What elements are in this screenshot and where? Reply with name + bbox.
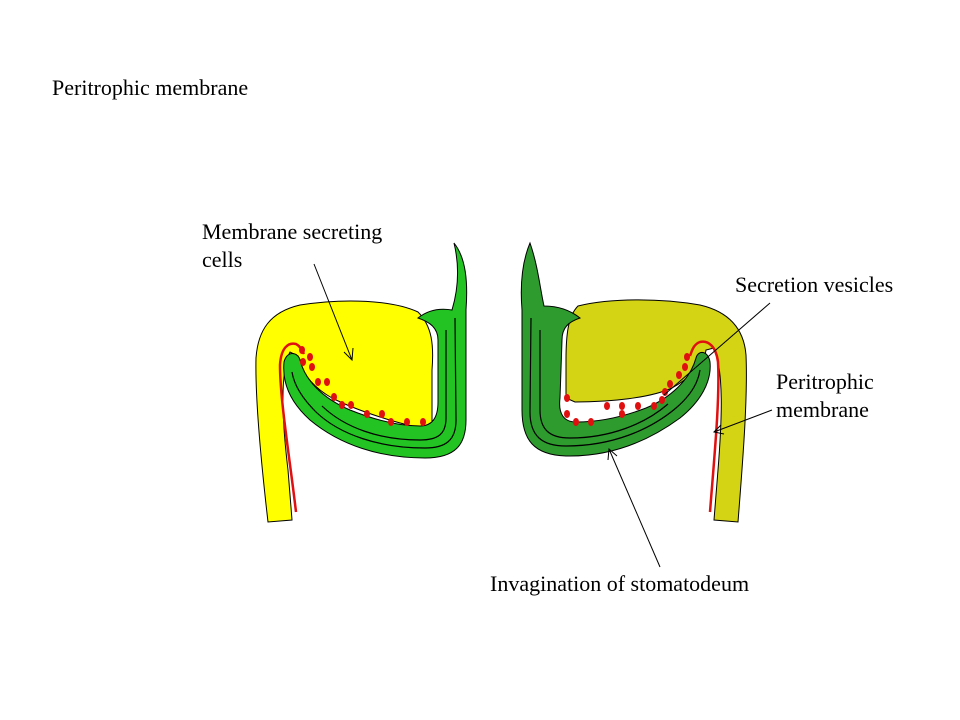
- vesicle: [619, 402, 625, 410]
- vesicle: [619, 410, 625, 418]
- vesicle: [659, 396, 665, 404]
- vesicle: [324, 378, 330, 386]
- vesicle: [667, 380, 673, 388]
- label-line: Membrane secreting: [202, 219, 383, 244]
- label-invagination-of-stomatodeum: Invagination of stomatodeum: [490, 571, 750, 596]
- vesicle: [420, 418, 426, 426]
- right-stomatodeum-line-inner: [539, 330, 669, 439]
- left-stomatodeum-line-inner: [321, 330, 447, 441]
- secreting-cells-arrowhead: [343, 347, 354, 362]
- vesicle: [604, 402, 610, 410]
- label-secretion-vesicles: Secretion vesicles: [735, 272, 894, 297]
- label-line: Peritrophic: [776, 369, 874, 394]
- vesicle: [564, 410, 570, 418]
- label-membrane-secreting-cells: Membrane secreting cells: [202, 218, 382, 274]
- vesicle: [331, 393, 337, 401]
- label-line: membrane: [776, 397, 869, 422]
- vesicle: [309, 363, 315, 371]
- right-secretion-vesicles: [564, 353, 690, 426]
- left-secreting-cells: [255, 300, 434, 523]
- right-half: [520, 241, 747, 523]
- page-title: Peritrophic membrane: [52, 75, 249, 100]
- left-secretion-vesicles: [299, 346, 426, 426]
- label-arrows: [313, 263, 773, 568]
- vesicle: [404, 418, 410, 426]
- vesicle: [339, 401, 345, 409]
- invagination-arrow: [608, 448, 661, 568]
- vesicle: [588, 418, 594, 426]
- left-stomatodeum-wall: [283, 242, 468, 459]
- vesicle: [662, 388, 668, 396]
- vesicle: [684, 353, 690, 361]
- vesicle: [307, 353, 313, 361]
- label-peritrophic-membrane: Peritrophic membrane: [776, 368, 874, 424]
- vesicle: [573, 418, 579, 426]
- vesicle: [379, 410, 385, 418]
- vesicle: [299, 346, 305, 354]
- vesicle: [682, 363, 688, 371]
- right-stomatodeum-line-outer: [529, 317, 701, 447]
- vesicle: [364, 410, 370, 418]
- secreting-cells-arrow: [313, 263, 353, 361]
- vesicle: [300, 358, 306, 366]
- vesicle: [388, 418, 394, 426]
- right-peritrophic-membrane: [688, 340, 720, 513]
- vesicle: [348, 401, 354, 409]
- vesicle: [564, 394, 570, 402]
- vesicle: [635, 402, 641, 410]
- left-stomatodeum-line-outer: [291, 317, 457, 449]
- peritrophic-membrane-arrowhead: [712, 424, 725, 435]
- invagination-arrowhead: [607, 447, 618, 461]
- vesicle: [315, 378, 321, 386]
- vesicle: [676, 371, 682, 379]
- vesicle: [651, 402, 657, 410]
- peritrophic-membrane-arrow: [713, 409, 773, 433]
- label-line: cells: [202, 247, 243, 272]
- left-half: [255, 242, 468, 523]
- secretion-vesicles-arrow: [663, 302, 771, 396]
